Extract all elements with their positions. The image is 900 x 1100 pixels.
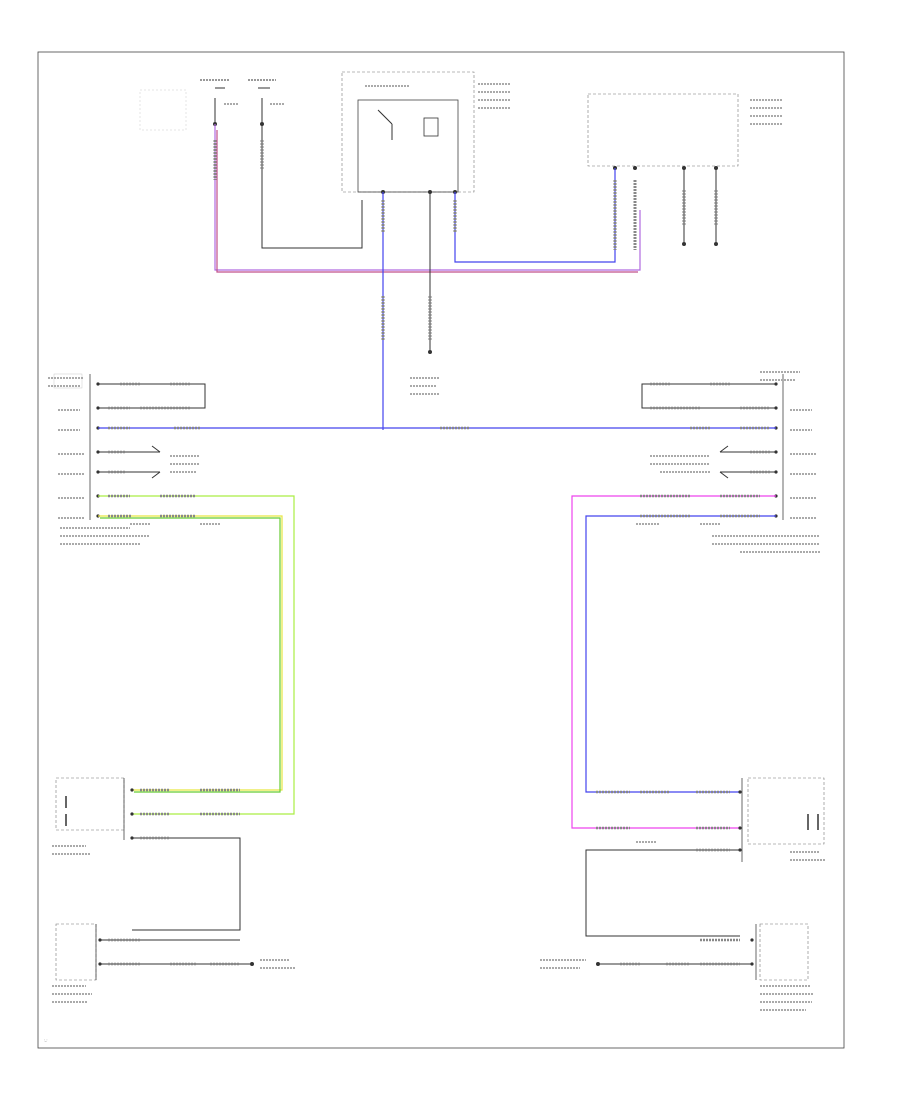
top-wiring: [213, 124, 718, 430]
right-lower-module: [585, 777, 826, 937]
right-signal-wires: [571, 494, 776, 829]
page-footer: '–': [44, 1039, 48, 1043]
left-lower-module: [52, 777, 241, 931]
left-bottom-switch: [52, 923, 296, 1003]
fuse-group-left: [139, 79, 284, 131]
left-connector: [53, 373, 206, 545]
center-module: [341, 71, 510, 194]
middle-labels: [48, 371, 816, 519]
diagram-frame: [37, 51, 845, 1049]
right-bottom-switch: [540, 923, 814, 1011]
